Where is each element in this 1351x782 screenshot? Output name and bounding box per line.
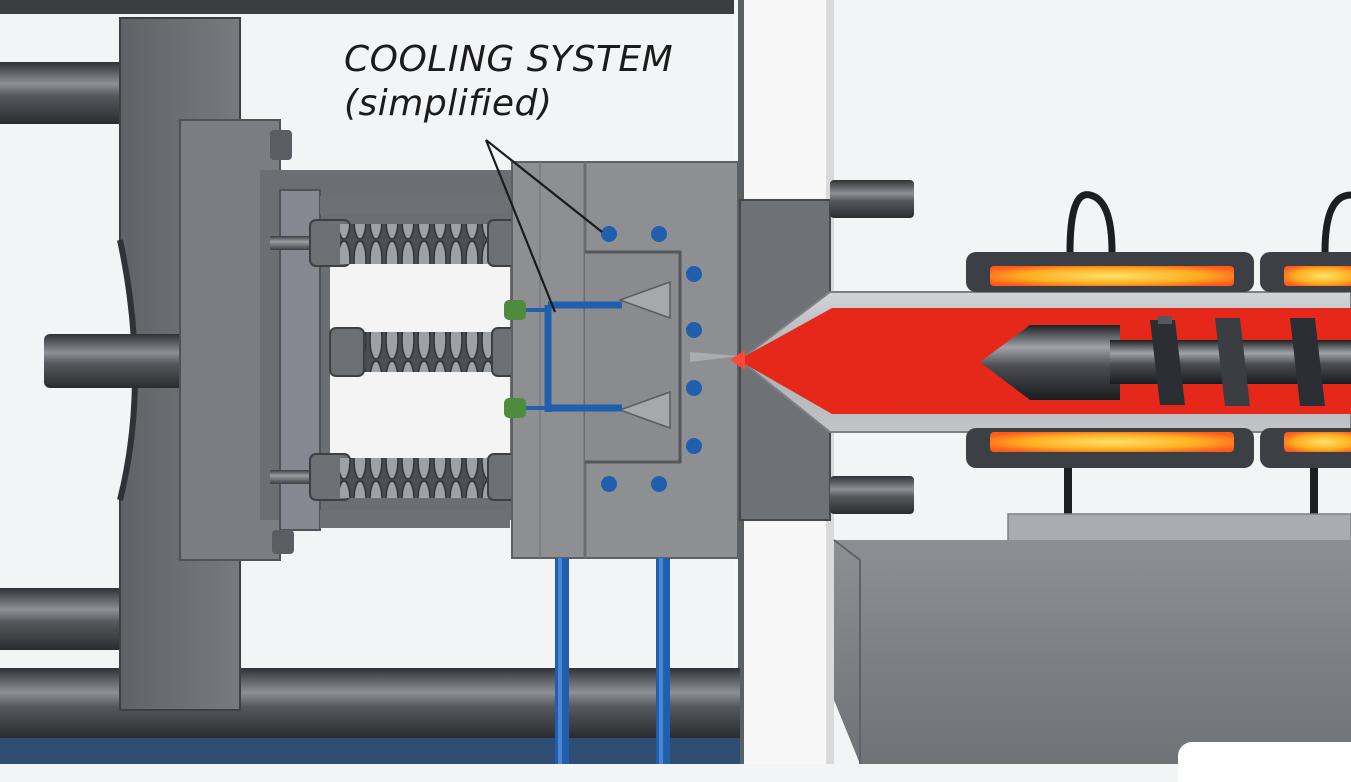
cooling-channels [601, 226, 702, 492]
injection-molding-diagram [0, 0, 1351, 764]
heater-bands [966, 191, 1351, 522]
corner-overlay [1178, 742, 1351, 782]
callout-leaders [484, 139, 603, 313]
screw [980, 316, 1351, 406]
mold [504, 161, 740, 559]
callout-line-1: COOLING SYSTEM [344, 39, 674, 80]
machine-base [833, 513, 1351, 764]
molded-part [526, 301, 622, 412]
ejector-springs [270, 219, 590, 501]
coolant-hoses [555, 558, 670, 764]
cooling-system-label: COOLING SYSTEM (simplified) [344, 38, 673, 126]
callout-line-2: (simplified) [344, 83, 553, 124]
